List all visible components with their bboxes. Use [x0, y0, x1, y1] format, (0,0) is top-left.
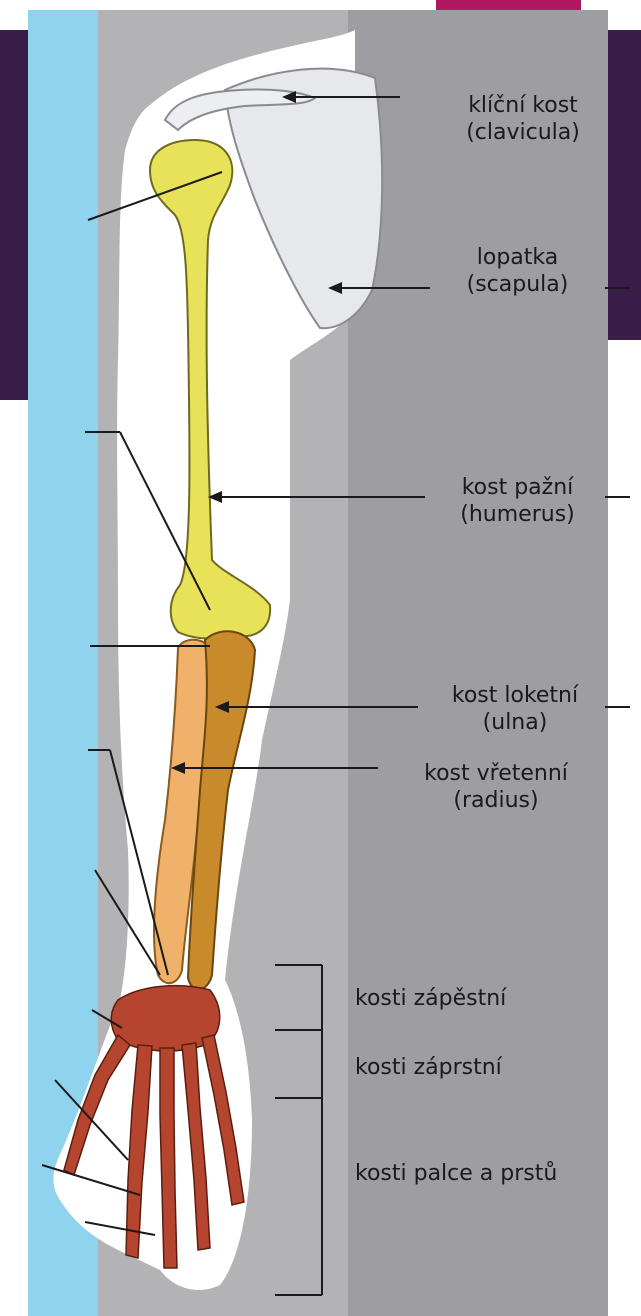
- label-clavicula: klíční kost (clavicula): [438, 92, 608, 146]
- label-metacarpals: kosti záprstní: [355, 1054, 502, 1081]
- label-scapula-latin: (scapula): [430, 271, 605, 298]
- finger-middle-bones: [160, 1048, 177, 1268]
- label-carpals: kosti zápěstní: [355, 985, 506, 1012]
- label-ulna-name: kost loketní: [420, 682, 610, 709]
- label-ulna: kost loketní (ulna): [420, 682, 610, 736]
- label-phalanges: kosti palce a prstů: [355, 1160, 557, 1187]
- label-ulna-latin: (ulna): [420, 709, 610, 736]
- label-radius-name: kost vřetenní: [382, 760, 610, 787]
- label-radius: kost vřetenní (radius): [382, 760, 610, 814]
- label-humerus-name: kost pažní: [430, 474, 605, 501]
- label-clavicula-name: klíční kost: [438, 92, 608, 119]
- label-scapula: lopatka (scapula): [430, 244, 605, 298]
- label-panel: [348, 10, 608, 1316]
- label-scapula-name: lopatka: [430, 244, 605, 271]
- label-humerus: kost pažní (humerus): [430, 474, 605, 528]
- label-clavicula-latin: (clavicula): [438, 119, 608, 146]
- label-humerus-latin: (humerus): [430, 501, 605, 528]
- label-radius-latin: (radius): [382, 787, 610, 814]
